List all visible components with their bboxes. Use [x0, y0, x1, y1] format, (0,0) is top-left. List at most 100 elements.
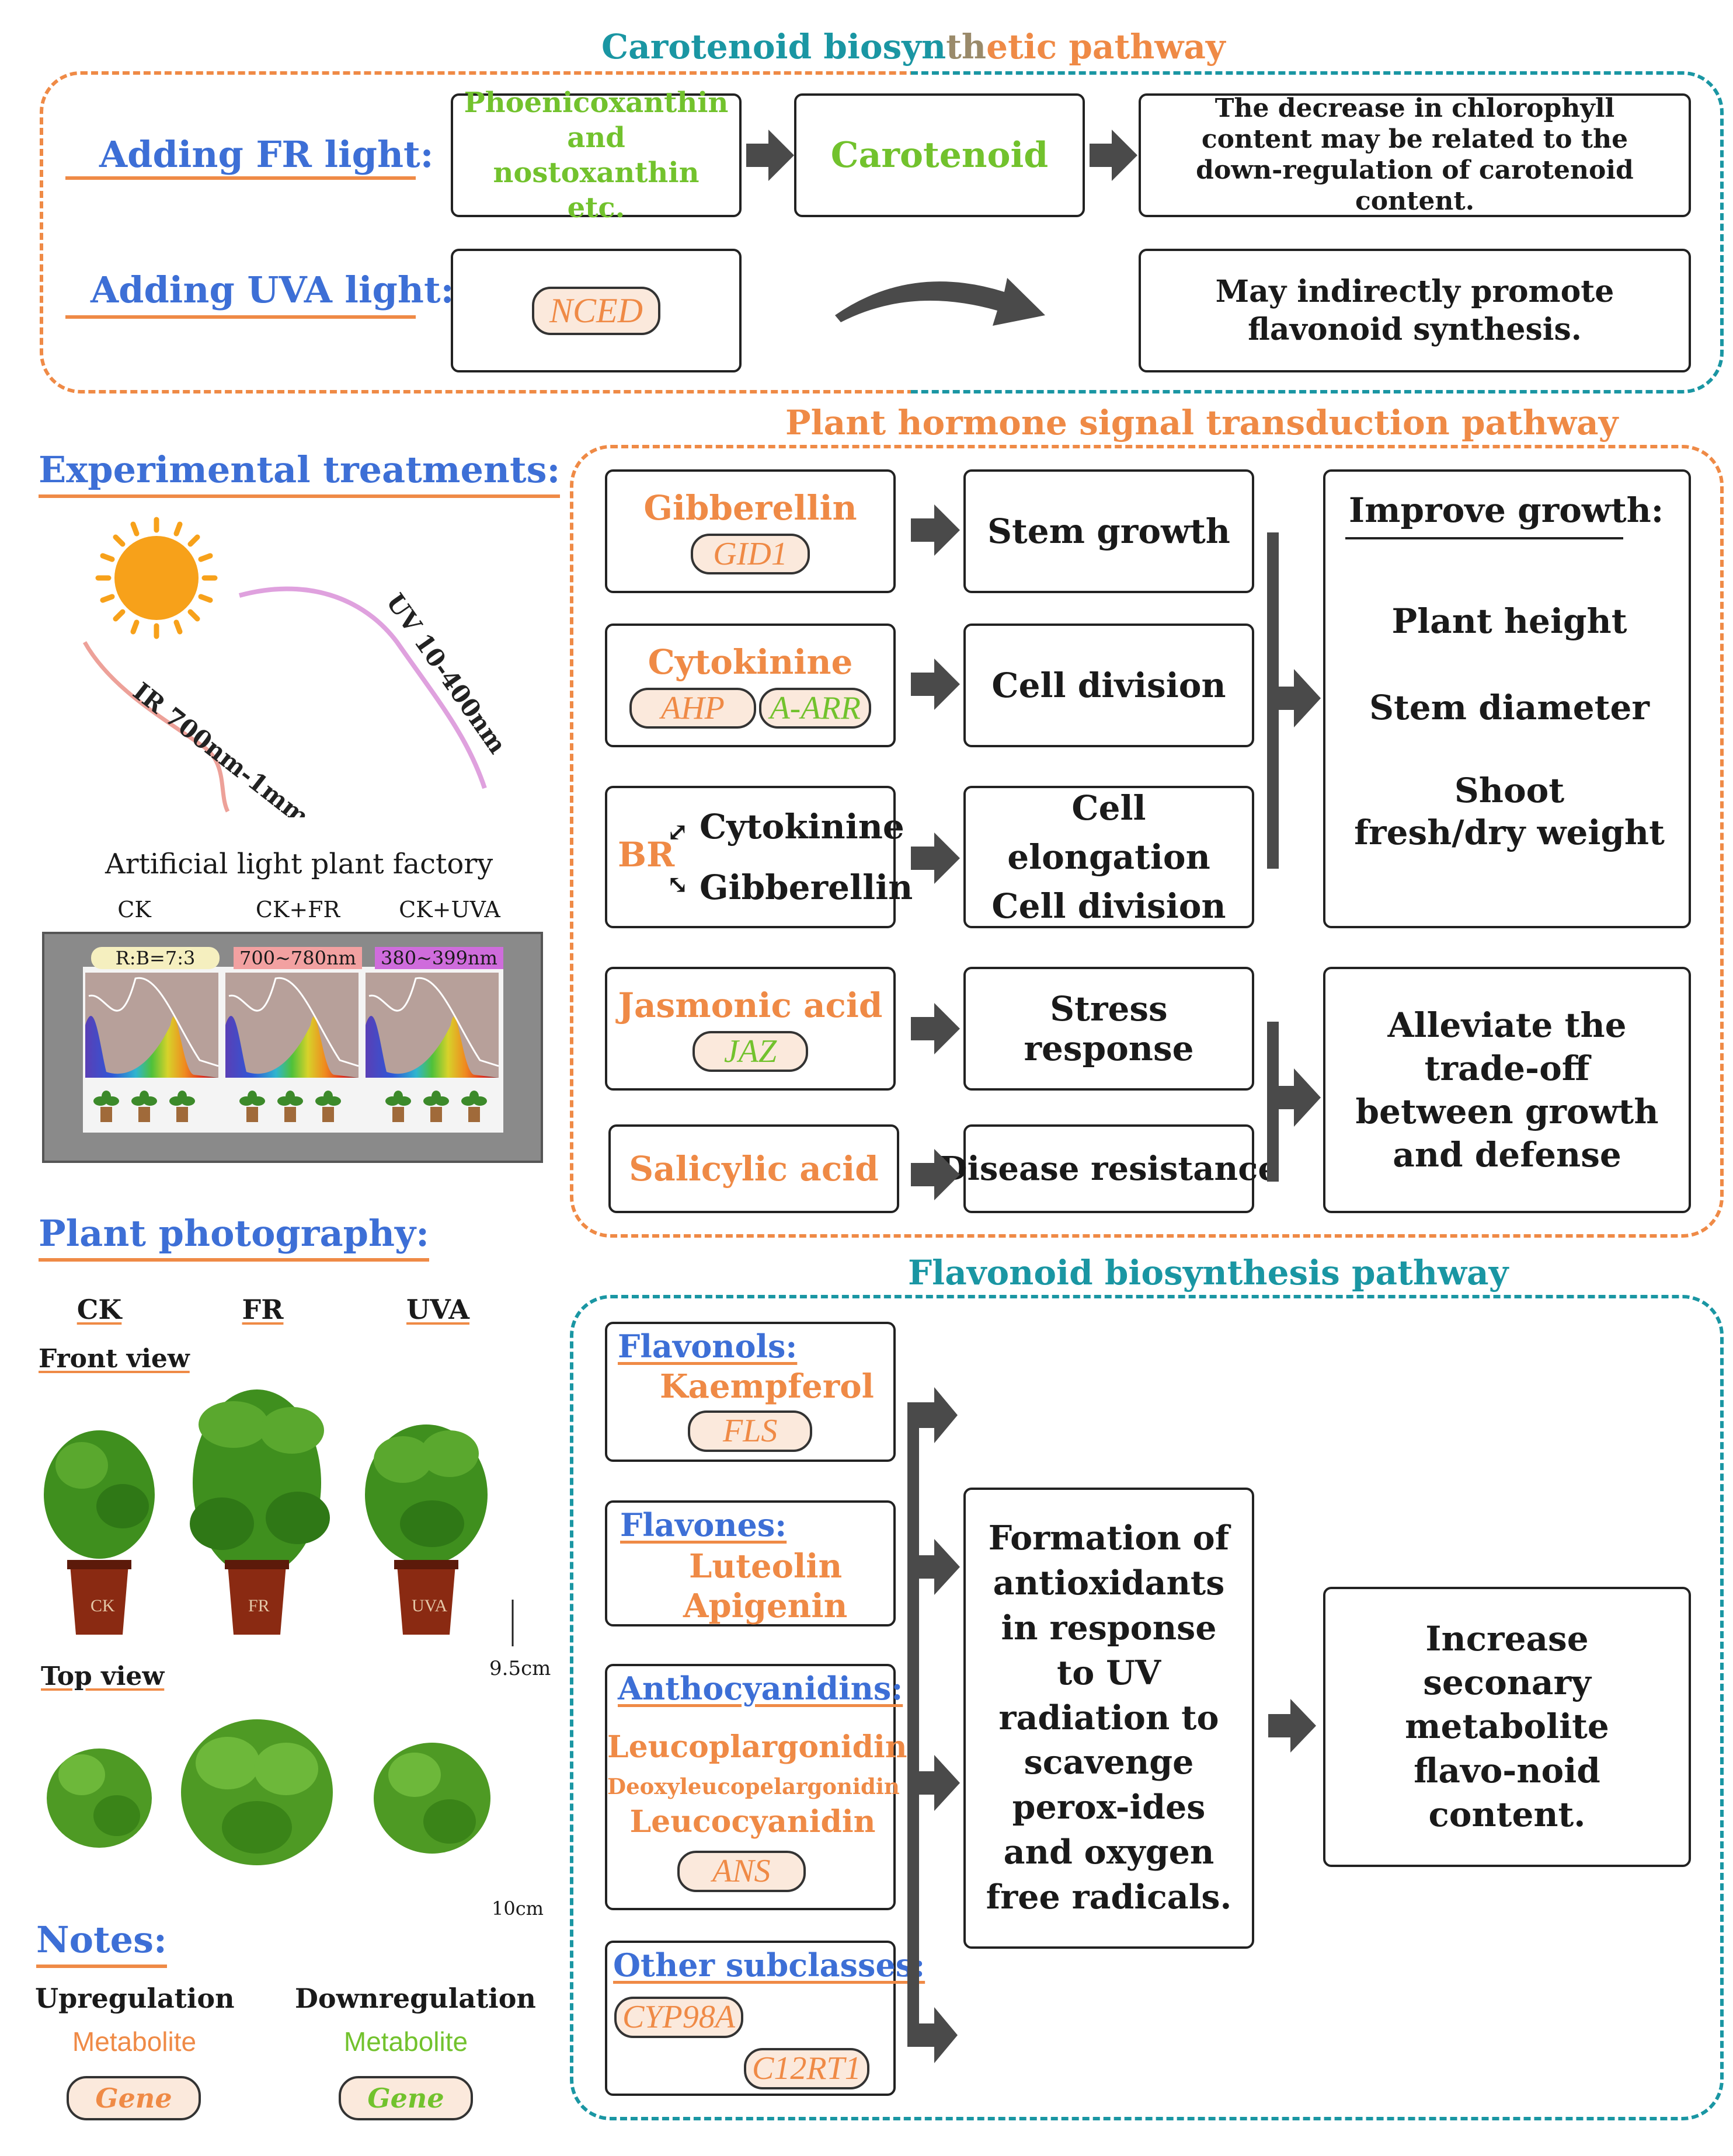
plant-front-fr: FR [190, 1389, 330, 1635]
carotenoid-box: Carotenoid [794, 93, 1085, 217]
uva-result-box: May indirectly promote flavonoid synthes… [1139, 249, 1691, 372]
alleviate-box: Alleviate the trade-off between growth a… [1323, 967, 1691, 1213]
small-plant-icons [93, 1091, 487, 1122]
flavonols-label: Flavonols: [618, 1328, 798, 1365]
flavonoid-title: Flavonoid biosynthesis pathway [908, 1253, 1509, 1293]
improve-item-diameter: Stem diameter [1369, 688, 1650, 727]
pot-label-uva: UVA [412, 1596, 447, 1615]
carotenoid-title-part2: th [946, 27, 987, 67]
notes-down-metabolite: Metabolite [343, 2026, 468, 2057]
nced-gene-pill: NCED [531, 286, 661, 335]
flavones-box: Flavones: Luteolin Apigenin [605, 1500, 896, 1626]
uva-label-underline [65, 315, 416, 319]
cyp98a-gene-pill: CYP98A [614, 1997, 743, 2038]
plant-front-ck: CK [44, 1430, 155, 1635]
luteolin: Luteolin [689, 1547, 843, 1586]
notes-down: Downregulation [295, 1983, 536, 2014]
spectrum-panel-ck [85, 973, 219, 1078]
improve-item-height: Plant height [1391, 601, 1627, 641]
treatment-ck: CK [117, 897, 151, 922]
stress-response-box: Stress response [963, 967, 1254, 1091]
arrow-right-icon [1279, 1068, 1321, 1127]
other-subclasses-box: Other subclasses: CYP98A C12RT1 [605, 1941, 925, 2096]
col-ck: CK [76, 1294, 122, 1325]
spectrum-panel-fr [225, 973, 359, 1078]
plant-top-ck [47, 1749, 152, 1848]
gibberellin-box: Gibberellin GID1 [605, 469, 896, 593]
carotenoid-frame-right [911, 71, 1724, 393]
increase-box: Increase seconary metabolite flavo-noid … [1323, 1587, 1691, 1867]
leucoplargonidin: Leucoplargonidin [607, 1729, 907, 1765]
photography-title: Plant photography: [39, 1212, 429, 1264]
hormone-frame [570, 445, 1724, 1238]
salicylic-box: Salicylic acid [608, 1124, 899, 1213]
cell-division-box: Cell division [963, 624, 1254, 747]
notes-down-gene: Gene [339, 2076, 473, 2120]
band-fr: 700~780nm [234, 947, 362, 969]
plant-photos: CK FR UVA [44, 1389, 514, 1865]
leucocyanidin: Leucocyanidin [629, 1804, 876, 1840]
factory-title: Artificial light plant factory [105, 848, 493, 880]
flavones-label: Flavones: [620, 1506, 787, 1544]
kaempferol: Kaempferol [660, 1367, 874, 1406]
uva-label: Adding UVA light: [91, 269, 454, 311]
anthocyanidins-box: Anthocyanidins: Leucoplargonidin Deoxyle… [605, 1664, 907, 1910]
cell-elongation-box: Cell elongation Cell division [963, 786, 1254, 928]
arrow-right-icon [911, 1003, 960, 1054]
arrow-right-icon [919, 1755, 960, 1811]
arrow-right-icon [911, 504, 960, 556]
carotenoid-frame-left [40, 71, 916, 393]
br-gib-arrow-icon: ⤡ [667, 870, 688, 900]
light-spectrum-illustration: UV 10-400nm IR 700nm-1mm [82, 517, 512, 817]
plant-top-uva [374, 1743, 490, 1854]
experimental-title: Experimental treatments: [39, 448, 561, 500]
notes-up-metabolite: Metabolite [72, 2026, 197, 2057]
front-view-label: Front view [39, 1344, 190, 1374]
deoxyleucopelargonidin: Deoxyleucopelargonidin [607, 1774, 900, 1799]
br-cyto-arrow-icon: ⤢ [667, 817, 688, 847]
arrow-right-icon [907, 2007, 958, 2063]
jaz-gene-pill: JAZ [692, 1030, 809, 1072]
arrow-right-icon [911, 833, 960, 884]
fr-label-underline [65, 176, 416, 180]
ahp-gene-pill: AHP [629, 687, 756, 729]
phoenicoxanthin-box: Phoenicoxanthin and nostoxanthin etc. [451, 86, 742, 224]
notes-up: Upregulation [35, 1983, 235, 2014]
br-gibberellin: Gibberellin [700, 868, 913, 907]
flavonols-box: Flavonols: Kaempferol FLS [605, 1322, 896, 1462]
br-label: BR [618, 835, 675, 875]
br-box: BR ⤢ ⤡ Cytokinine Gibberellin [605, 786, 913, 928]
formation-box: Formation of antioxidants in response to… [963, 1488, 1254, 1949]
gid1-gene-pill: GID1 [691, 533, 810, 575]
hormone-arrows [911, 504, 1321, 1200]
arrow-right-icon [1268, 1699, 1316, 1753]
stem-growth-box: Stem growth [963, 469, 1254, 593]
col-fr: FR [242, 1294, 284, 1325]
uv-wave [238, 586, 487, 789]
ir-wave [82, 641, 230, 813]
jasmonic-box: Jasmonic acid JAZ [605, 967, 896, 1091]
improve-title-underline [1345, 537, 1623, 539]
ans-gene-pill: ANS [677, 1851, 806, 1892]
bracket-defense [1267, 1022, 1279, 1182]
improve-item-shoot: Shoot [1454, 771, 1565, 810]
flavonoid-bracket [907, 1405, 919, 2037]
improve-item-weight: fresh/dry weight [1354, 813, 1665, 852]
spectrum-panel-uva [366, 973, 499, 1078]
band-ck: R:B=7:3 [91, 947, 220, 969]
improve-title: Improve growth: [1349, 490, 1664, 530]
spectrum-panels [85, 973, 499, 1122]
bracket-growth [1267, 532, 1279, 869]
chlorophyll-box: The decrease in chlorophyll content may … [1139, 93, 1691, 217]
other-subclasses-label: Other subclasses: [613, 1946, 925, 1984]
br-cytokinine: Cytokinine [700, 807, 904, 847]
plant-factory-cabinet: R:B=7:3 700~780nm 380~399nm [42, 932, 543, 1163]
pot-label-fr: FR [248, 1596, 270, 1615]
notes-title: Notes: [36, 1918, 167, 1970]
carotenoid-title: Carotenoid biosynthetic pathway [601, 27, 1226, 67]
aarr-gene-pill: A-ARR [759, 687, 871, 729]
disease-resistance-box: Disease resistance [939, 1124, 1279, 1213]
curved-arrow-icon [835, 278, 1045, 326]
pot-label-ck: CK [91, 1596, 115, 1615]
